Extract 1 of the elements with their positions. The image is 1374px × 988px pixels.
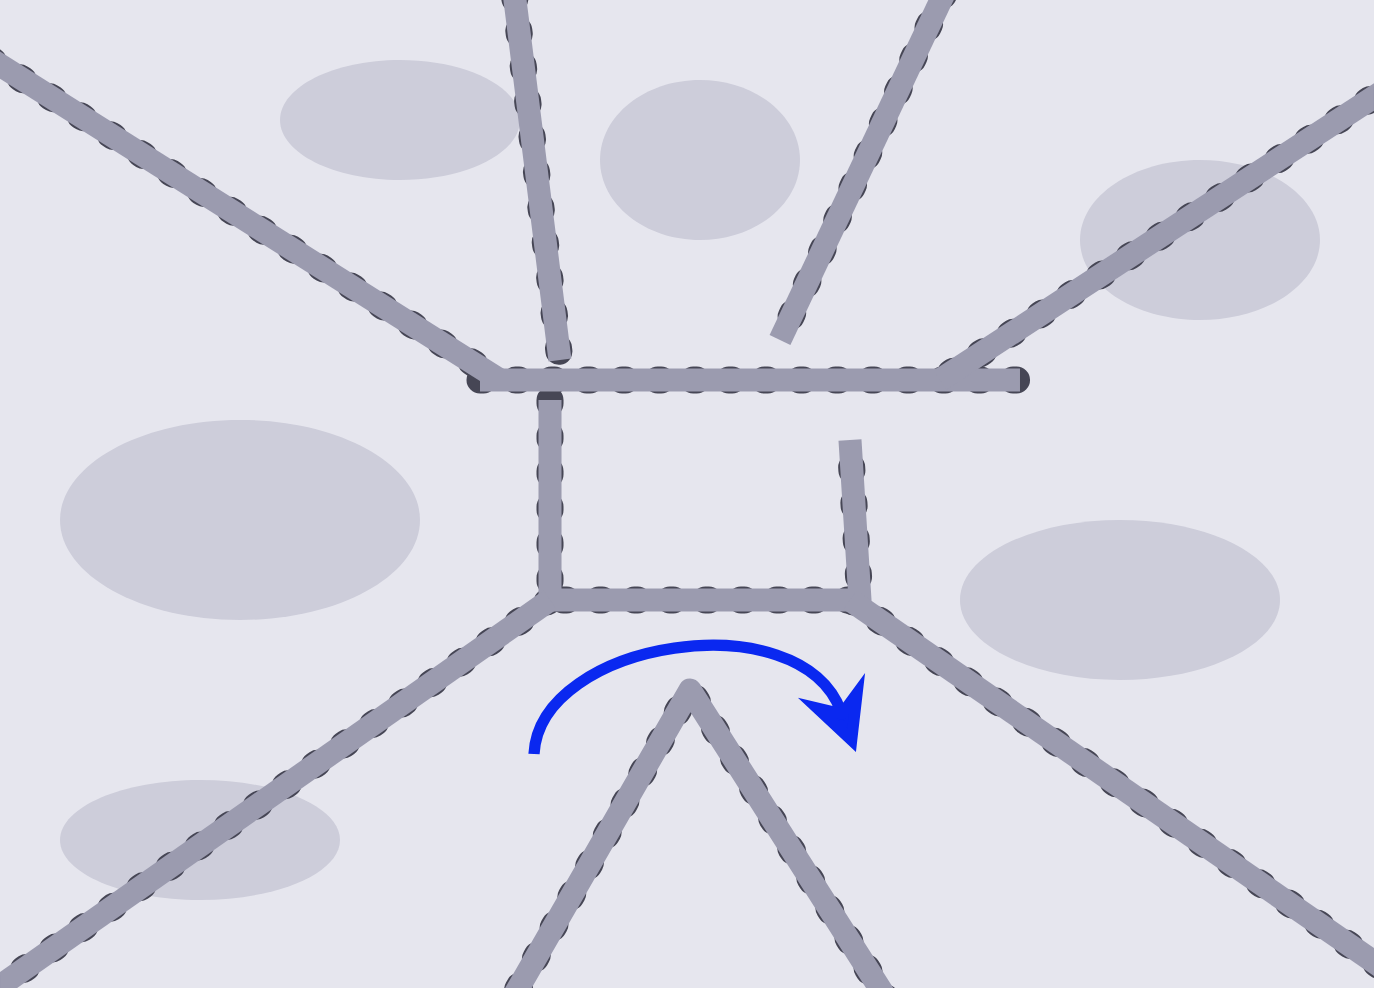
micrograph-drawing — [0, 0, 1374, 988]
